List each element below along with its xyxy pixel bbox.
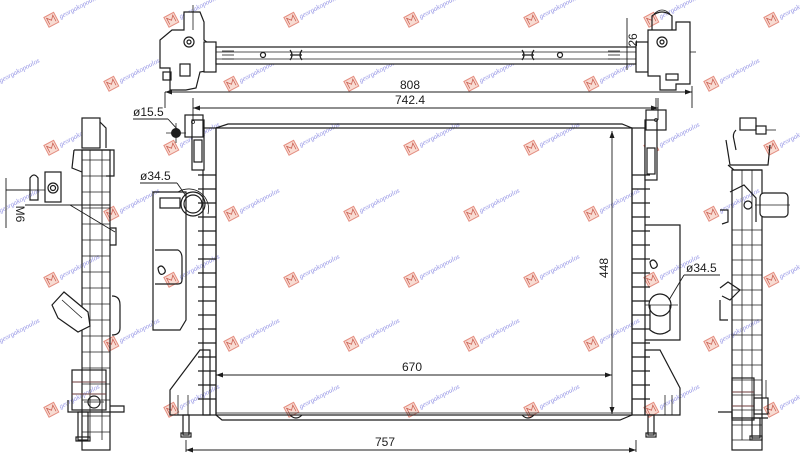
dim-thread: M6 — [13, 206, 27, 223]
watermark: georgakopoulos — [223, 316, 282, 352]
watermark: georgakopoulos — [463, 186, 522, 222]
svg-text:georgakopoulos: georgakopoulos — [118, 186, 162, 214]
svg-text:georgakopoulos: georgakopoulos — [778, 0, 800, 21]
watermark: georgakopoulos — [643, 382, 701, 418]
svg-text:georgakopoulos: georgakopoulos — [598, 316, 642, 344]
watermark: georgakopoulos — [223, 186, 282, 222]
dimensions: 26 808 742.4 448 670 757 ø15.5 ø34.5 — [5, 18, 720, 453]
watermark: georgakopoulos — [763, 382, 800, 418]
svg-text:georgakopoulos: georgakopoulos — [478, 186, 522, 214]
right-side-view — [718, 117, 790, 451]
svg-text:georgakopoulos: georgakopoulos — [178, 252, 222, 280]
watermark: georgakopoulos — [403, 382, 462, 418]
svg-text:georgakopoulos: georgakopoulos — [418, 0, 462, 21]
watermark: georgakopoulos — [403, 252, 462, 288]
svg-text:georgakopoulos: georgakopoulos — [718, 56, 762, 84]
svg-text:georgakopoulos: georgakopoulos — [58, 0, 102, 21]
watermark: georgakopoulos — [103, 56, 162, 92]
dim-outlet-diameter: ø34.5 — [686, 261, 717, 275]
svg-text:georgakopoulos: georgakopoulos — [718, 316, 762, 344]
svg-text:georgakopoulos: georgakopoulos — [298, 382, 342, 410]
watermark: georgakopoulos — [523, 382, 582, 418]
svg-text:georgakopoulos: georgakopoulos — [778, 252, 800, 280]
svg-text:georgakopoulos: georgakopoulos — [298, 252, 342, 280]
svg-text:georgakopoulos: georgakopoulos — [0, 316, 41, 344]
dim-bracket-span: 757 — [375, 435, 395, 449]
watermark: georgakopoulos — [403, 120, 462, 156]
svg-text:georgakopoulos: georgakopoulos — [418, 382, 462, 410]
svg-text:georgakopoulos: georgakopoulos — [538, 0, 582, 21]
watermark: georgakopoulos — [283, 252, 342, 288]
top-view — [159, 5, 696, 91]
svg-text:georgakopoulos: georgakopoulos — [118, 56, 162, 84]
svg-text:georgakopoulos: georgakopoulos — [538, 252, 582, 280]
watermark: georgakopoulos — [43, 252, 102, 288]
dim-top-depth: 26 — [626, 33, 640, 47]
dim-inlet-diameter: ø34.5 — [140, 169, 171, 183]
svg-text:georgakopoulos: georgakopoulos — [358, 186, 402, 214]
watermark: georgakopoulos — [283, 0, 342, 28]
svg-text:georgakopoulos: georgakopoulos — [658, 120, 702, 148]
svg-text:georgakopoulos: georgakopoulos — [238, 316, 282, 344]
dim-vent-diameter: ø15.5 — [133, 105, 164, 119]
svg-text:georgakopoulos: georgakopoulos — [538, 120, 582, 148]
svg-text:georgakopoulos: georgakopoulos — [238, 186, 282, 214]
watermark: georgakopoulos — [343, 186, 402, 222]
svg-text:georgakopoulos: georgakopoulos — [178, 382, 222, 410]
watermark: georgakopoulos — [463, 316, 522, 352]
watermark: georgakopoulos — [163, 252, 222, 288]
watermark: georgakopoulos — [763, 252, 800, 288]
svg-text:georgakopoulos: georgakopoulos — [538, 382, 582, 410]
dim-core-width-upper: 742.4 — [395, 93, 425, 107]
watermark: georgakopoulos — [0, 316, 41, 344]
front-view — [152, 98, 681, 438]
dim-overall-width: 808 — [400, 78, 420, 92]
watermark: georgakopoulos — [283, 120, 342, 156]
dim-core-width-lower: 670 — [402, 360, 422, 374]
watermark: georgakopoulos — [403, 0, 462, 28]
watermark: georgakopoulos — [283, 382, 342, 418]
svg-text:georgakopoulos: georgakopoulos — [418, 252, 462, 280]
svg-text:georgakopoulos: georgakopoulos — [478, 316, 522, 344]
svg-text:georgakopoulos: georgakopoulos — [358, 316, 402, 344]
watermark: georgakopoulos — [523, 120, 582, 156]
watermark: georgakopoulos — [0, 56, 41, 84]
watermark: georgakopoulos — [703, 56, 762, 92]
watermark: georgakopoulos — [523, 0, 582, 28]
watermark: georgakopoulos — [763, 0, 800, 28]
left-side-view — [20, 117, 125, 451]
watermark: georgakopoulos — [523, 252, 582, 288]
watermark: georgakopoulos — [343, 316, 402, 352]
svg-text:georgakopoulos: georgakopoulos — [0, 56, 41, 84]
svg-text:georgakopoulos: georgakopoulos — [418, 120, 462, 148]
svg-text:georgakopoulos: georgakopoulos — [778, 382, 800, 410]
svg-text:georgakopoulos: georgakopoulos — [298, 120, 342, 148]
svg-text:georgakopoulos: georgakopoulos — [598, 186, 642, 214]
svg-text:georgakopoulos: georgakopoulos — [298, 0, 342, 21]
svg-text:georgakopoulos: georgakopoulos — [778, 120, 800, 148]
watermark: georgakopoulos — [583, 316, 642, 352]
watermark: georgakopoulos — [43, 0, 102, 28]
svg-text:georgakopoulos: georgakopoulos — [58, 252, 102, 280]
dim-height: 448 — [597, 258, 611, 278]
